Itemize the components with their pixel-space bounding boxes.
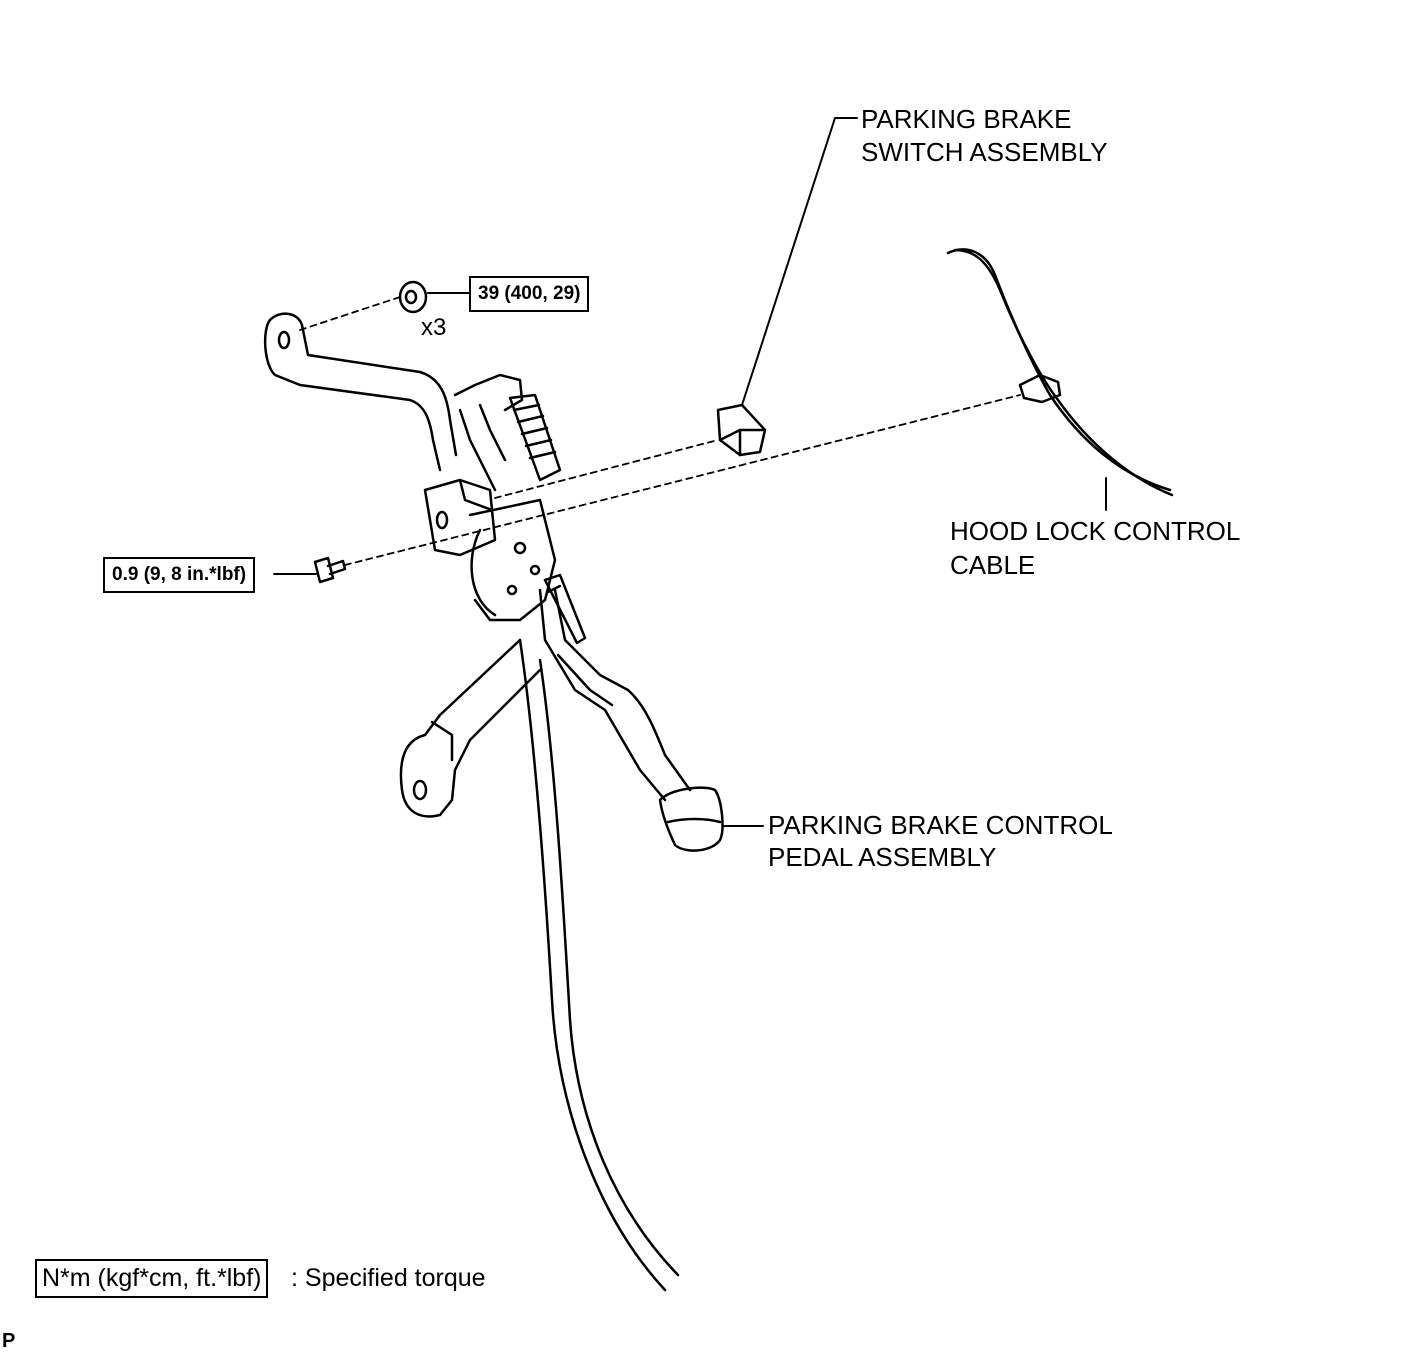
leader-lines — [273, 117, 1107, 827]
small-bolt — [313, 556, 347, 584]
hood-lock-cable — [946, 248, 1174, 497]
lower-mounting-bracket — [399, 638, 542, 818]
nut-torque-box: 39 (400, 29) — [469, 276, 590, 312]
legend-text: : Specified torque — [291, 1264, 486, 1292]
corner-code: P — [2, 1330, 16, 1352]
upper-mounting-bracket — [263, 312, 458, 472]
parking-brake-switch — [716, 403, 767, 457]
cable-label-line1: HOOD LOCK CONTROL — [950, 516, 1241, 546]
switch-label-line2: SWITCH ASSEMBLY — [861, 137, 1108, 167]
pedal-label-line2: PEDAL ASSEMBLY — [768, 842, 997, 872]
nut-quantity: x3 — [421, 314, 447, 341]
bolt-torque-box: 0.9 (9, 8 in.*lbf) — [103, 557, 256, 593]
alignment-lines — [299, 296, 1021, 566]
cable-label-line2: CABLE — [950, 550, 1036, 580]
flange-nut — [398, 280, 428, 314]
pedal-label-line1: PARKING BRAKE CONTROL — [768, 810, 1113, 840]
switch-label-line1: PARKING BRAKE — [861, 104, 1072, 134]
pedal-arm — [538, 588, 692, 802]
legend-unit-box: N*m (kgf*cm, ft.*lbf) — [35, 1259, 269, 1298]
release-cable — [518, 638, 680, 1292]
pedal-pad — [658, 786, 724, 852]
pedal-mechanism — [423, 373, 587, 645]
